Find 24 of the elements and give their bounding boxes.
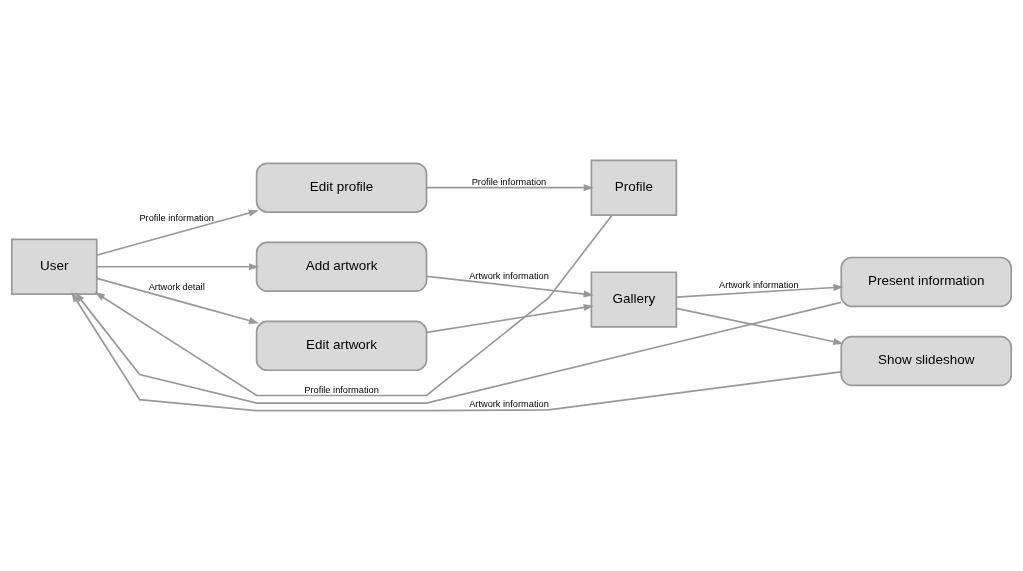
- node-box: Present information: [840, 256, 1013, 308]
- arrow: [675, 307, 844, 346]
- edge-label: Artwork detail: [148, 282, 205, 293]
- edge-label: Profile information: [139, 213, 214, 224]
- arrow: [426, 184, 594, 192]
- arrow: [94, 214, 613, 397]
- node-box: Add artwork: [255, 241, 428, 292]
- node-box: Gallery: [590, 271, 678, 328]
- node-box: Profile: [590, 159, 678, 216]
- arrow: [96, 277, 260, 324]
- arrow: [96, 263, 260, 271]
- node-box: Show slideshow: [840, 335, 1013, 387]
- edge-label: Artwork information: [718, 279, 799, 290]
- edge-label: Profile information: [304, 384, 379, 395]
- node-box: User: [10, 238, 98, 295]
- arrow: [426, 303, 594, 334]
- node-box: Edit artwork: [255, 320, 428, 372]
- edge-label: Profile information: [471, 177, 547, 188]
- arrow: [96, 209, 259, 256]
- arrow: [426, 275, 594, 298]
- edge-label: Artwork information: [469, 399, 549, 410]
- edge-label: Artwork information: [469, 271, 549, 282]
- node-box: Edit profile: [255, 162, 428, 213]
- arrow: [675, 283, 844, 298]
